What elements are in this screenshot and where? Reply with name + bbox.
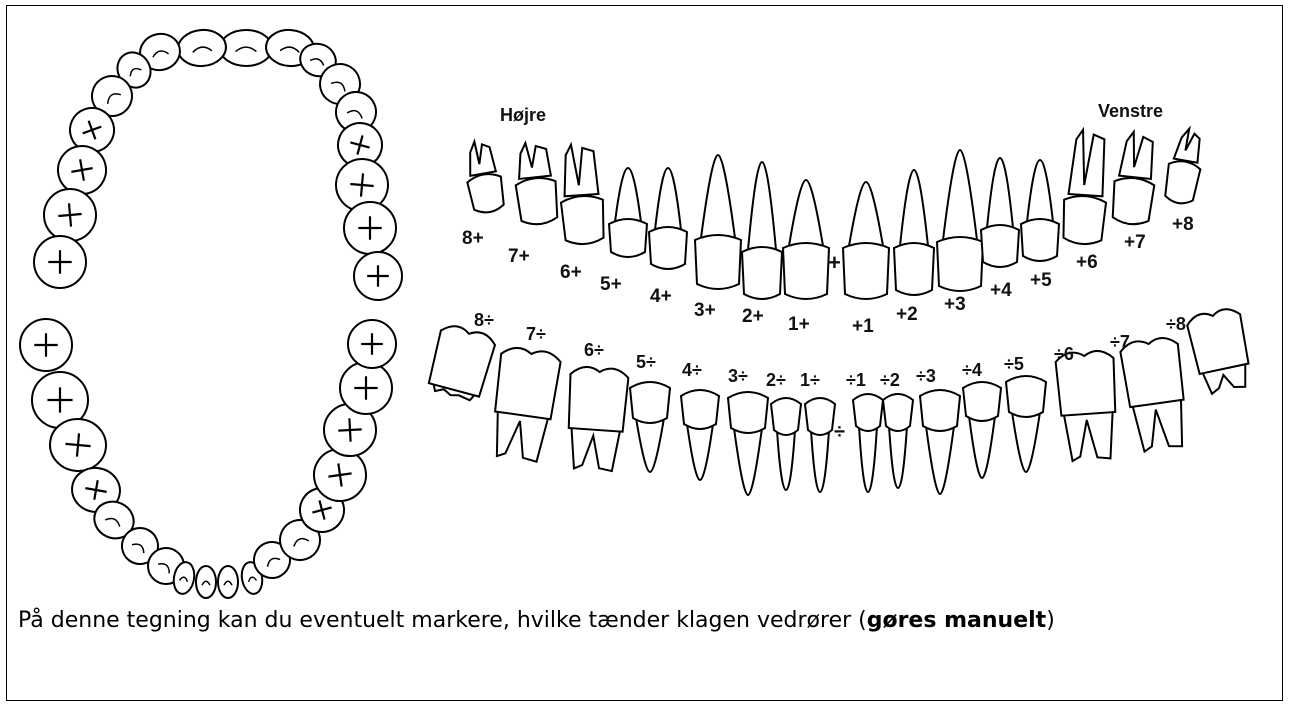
midline-lower-symbol: ÷	[834, 421, 845, 443]
upper-tooth-label: 6+	[560, 262, 582, 283]
instruction-caption: På denne tegning kan du eventuelt marker…	[18, 608, 1258, 633]
lower-tooth-label: ÷7	[1110, 332, 1130, 352]
upper-tooth	[695, 155, 741, 289]
lower-tooth	[1055, 350, 1120, 462]
upper-tooth-label: 8+	[462, 228, 484, 249]
lower-tooth	[728, 392, 768, 495]
lower-tooth-label: ÷2	[880, 370, 900, 390]
lower-tooth-label: 3÷	[728, 366, 748, 386]
caption-bold: gøres manuelt	[867, 608, 1046, 633]
lower-tooth-label: 8÷	[474, 310, 494, 330]
upper-tooth	[461, 138, 507, 215]
upper-tooth-label: +3	[944, 294, 966, 315]
lower-tooth-label: 7÷	[526, 324, 546, 344]
upper-tooth	[1110, 130, 1159, 226]
lower-tooth-label: ÷6	[1054, 344, 1074, 364]
arch-tooth	[20, 319, 72, 371]
lower-tooth-label: ÷5	[1004, 354, 1024, 374]
upper-tooth	[843, 182, 889, 299]
lower-tooth	[564, 366, 629, 472]
arch-tooth	[220, 30, 272, 66]
arch-tooth	[344, 202, 396, 254]
arch-tooth	[34, 236, 86, 288]
lower-tooth	[1119, 336, 1192, 453]
upper-tooth	[557, 143, 606, 246]
lower-tooth-label: 2÷	[766, 370, 786, 390]
lower-tooth-label: ÷4	[962, 360, 982, 380]
upper-tooth-label: +6	[1076, 252, 1098, 273]
upper-tooth	[1061, 129, 1111, 246]
lower-tooth	[630, 382, 670, 472]
upper-tooth	[742, 162, 782, 299]
lower-tooth-label: ÷3	[916, 366, 936, 386]
caption-text: På denne tegning kan du eventuelt marker…	[18, 608, 867, 633]
upper-tooth	[894, 170, 934, 295]
midline-upper-symbol: +	[828, 250, 841, 275]
arch-tooth	[354, 252, 402, 300]
lower-tooth	[1186, 306, 1255, 396]
arch-tooth	[340, 362, 392, 414]
upper-tooth	[981, 158, 1019, 267]
lower-tooth	[853, 394, 883, 492]
upper-tooth	[511, 140, 559, 226]
lower-tooth	[920, 390, 960, 494]
upper-tooth-label: 1+	[788, 314, 810, 335]
upper-tooth-label: +5	[1030, 270, 1052, 291]
lower-tooth	[883, 394, 913, 488]
lower-tooth	[425, 323, 497, 403]
arch-tooth	[196, 566, 216, 598]
lower-tooth	[1006, 376, 1046, 472]
lower-tooth	[771, 398, 801, 490]
side-label-left: Venstre	[1098, 101, 1163, 121]
lower-tooth-label: 4÷	[682, 360, 702, 380]
upper-tooth-label: 5+	[600, 274, 622, 295]
arch-tooth	[218, 566, 238, 598]
lower-tooth-label: 6÷	[584, 340, 604, 360]
lower-tooth	[963, 382, 1001, 478]
upper-tooth-label: +7	[1124, 232, 1146, 253]
lower-tooth	[487, 346, 562, 463]
arch-tooth	[177, 28, 228, 68]
upper-tooth-label: +8	[1172, 214, 1194, 235]
upper-tooth	[1162, 126, 1207, 205]
upper-tooth	[609, 168, 647, 257]
arch-tooth	[42, 187, 98, 243]
upper-tooth-label: 2+	[742, 306, 764, 327]
upper-tooth-label: +1	[852, 316, 874, 337]
upper-tooth-label: 4+	[650, 286, 672, 307]
upper-tooth-label: 7+	[508, 246, 530, 267]
lower-tooth	[681, 390, 719, 480]
upper-tooth	[1021, 160, 1059, 261]
lower-tooth	[805, 398, 835, 492]
arch-tooth	[348, 320, 396, 368]
upper-tooth	[937, 150, 983, 291]
upper-tooth	[783, 180, 829, 299]
lower-tooth-label: 5÷	[636, 352, 656, 372]
caption-end: )	[1046, 608, 1055, 633]
upper-tooth-label: 3+	[694, 300, 716, 321]
upper-tooth-label: +2	[896, 304, 918, 325]
lower-teeth-row	[425, 306, 1255, 495]
occlusal-arch-diagram	[20, 28, 402, 598]
upper-tooth-label: +4	[990, 280, 1012, 301]
lower-tooth-label: ÷8	[1166, 314, 1186, 334]
lower-tooth-label: 1÷	[800, 370, 820, 390]
side-label-right: Højre	[500, 105, 546, 125]
upper-tooth	[649, 168, 687, 269]
lower-tooth-label: ÷1	[846, 370, 866, 390]
